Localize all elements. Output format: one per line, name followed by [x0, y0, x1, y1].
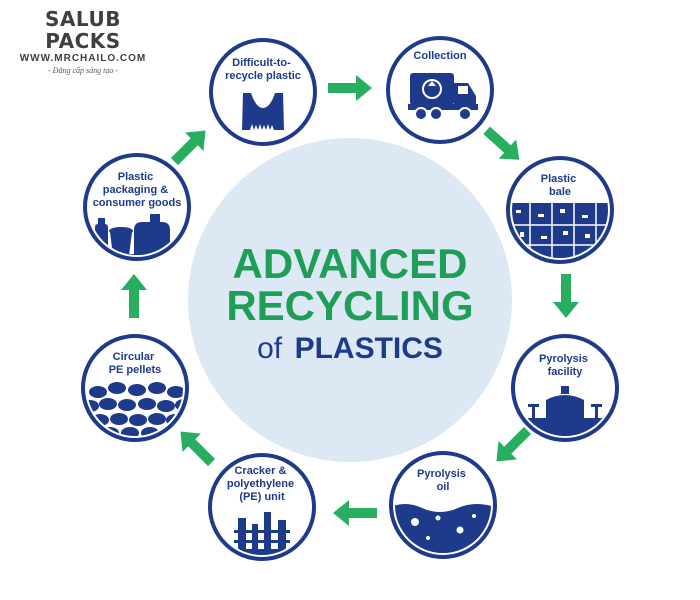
center-title-recycling: RECYCLING [226, 282, 473, 329]
step-5-label: Pyrolysis oil [417, 468, 469, 493]
center-subtitle-word: PLASTICS [295, 332, 443, 365]
oil-liquid-icon [395, 504, 491, 553]
step-pyrolysis-oil: Pyrolysis oil [389, 451, 497, 559]
step-pyrolysis-facility: Pyrolysis facility [511, 334, 619, 442]
step-plastic-bale: Plastic bale [506, 156, 614, 264]
brand-name: SALUB PACKS [45, 7, 121, 53]
center-subtitle-prefix: of [257, 332, 283, 365]
center-title-advanced: ADVANCED [233, 240, 468, 287]
brand-url: WWW.MRCHAILO.COM [19, 53, 147, 64]
plastic-bag-icon [242, 93, 284, 130]
step-2-label: Collection [413, 50, 466, 62]
step-4-label: Pyrolysis facility [539, 353, 591, 378]
center-subtitle: of PLASTICS [257, 332, 443, 365]
arrow-5-to-6 [333, 500, 377, 526]
step-collection: Collection [386, 36, 494, 144]
plastic-bale-icon [512, 203, 608, 258]
step-circular-pe-pellets: Circular PE pellets [81, 334, 189, 442]
arrow-1-to-2 [328, 75, 372, 101]
brand-logo: SALUB PACKS WWW.MRCHAILO.COM - Đẳng cấp … [8, 8, 158, 76]
cracker-unit-icon [226, 512, 296, 555]
arrow-6-to-7 [180, 431, 216, 467]
step-8-label: Plastic packaging & consumer goods [93, 171, 182, 209]
step-plastic-packaging-consumer-goods: Plastic packaging & consumer goods [83, 153, 191, 261]
arrow-7-to-8 [121, 274, 147, 318]
arrow-3-to-4 [553, 274, 579, 318]
arrow-8-to-1 [170, 130, 206, 166]
step-cracker-pe-unit: Cracker & polyethylene (PE) unit [208, 453, 316, 561]
center-circle [188, 138, 512, 462]
step-3-label: Plastic bale [541, 173, 580, 198]
step-7-label: Circular PE pellets [109, 351, 162, 376]
pellets-icon [87, 382, 183, 436]
arrow-2-to-3 [483, 126, 520, 160]
garbage-truck-icon [408, 73, 478, 121]
step-difficult-to-recycle-plastic: Difficult-to- recycle plastic [209, 38, 317, 146]
brand-tagline: - Đẳng cấp sáng tạo - [48, 66, 118, 75]
step-1-label: Difficult-to- recycle plastic [225, 57, 301, 82]
arrow-4-to-5 [496, 426, 532, 462]
step-6-label: Cracker & polyethylene (PE) unit [227, 465, 297, 503]
